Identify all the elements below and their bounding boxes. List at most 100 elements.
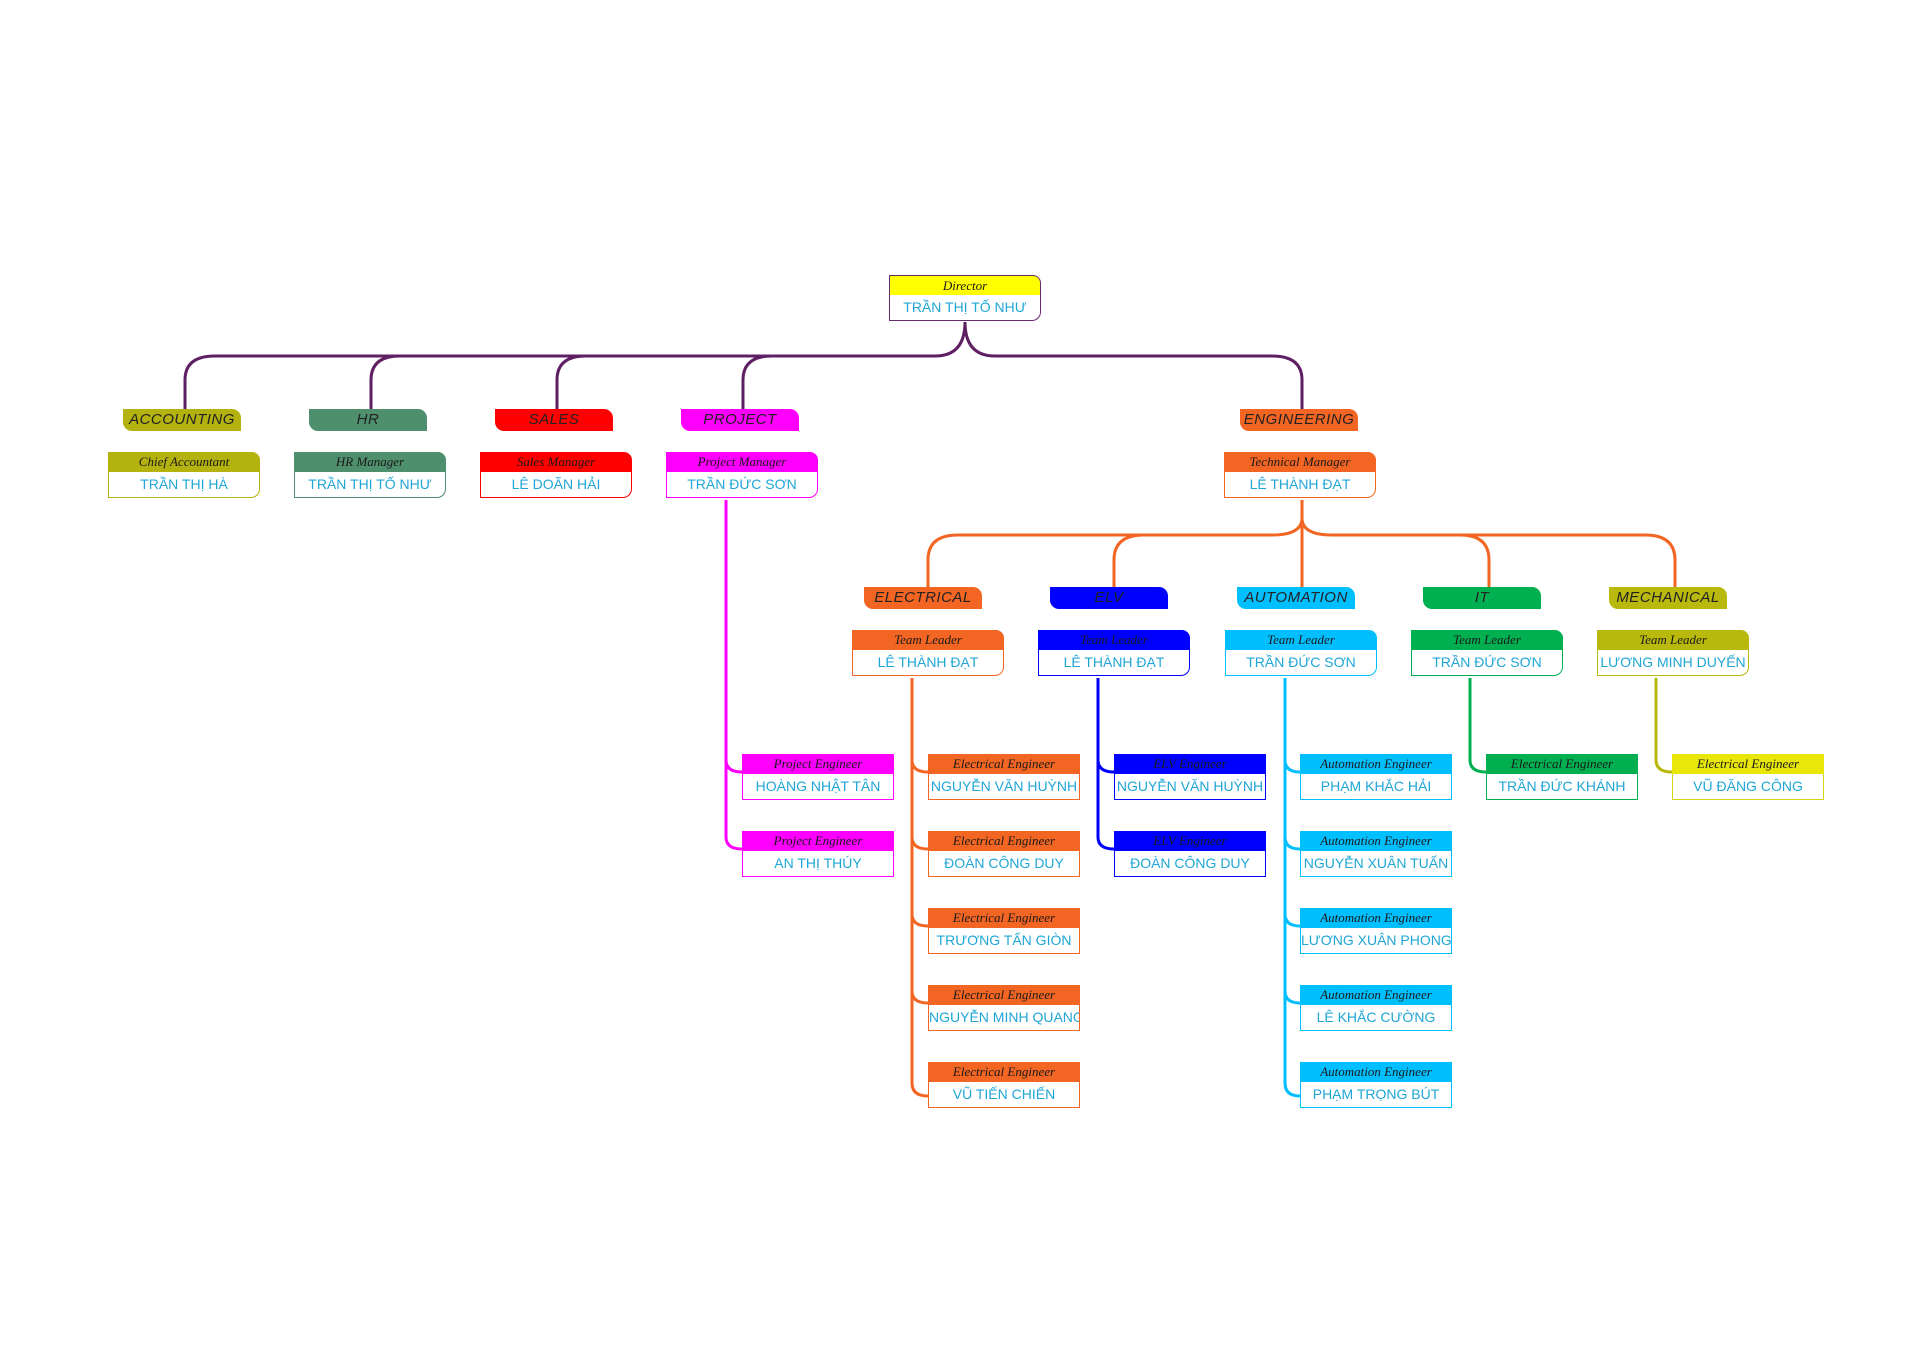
electrical-engineer-card[interactable]: Electrical Engineer NGUYỄN MINH QUANG	[928, 985, 1080, 1031]
link-automation-1	[1283, 759, 1301, 774]
dept-hr-label: HR	[309, 409, 427, 431]
electrical-leader-name: LÊ THÀNH ĐẠT	[852, 650, 1004, 676]
link-it	[1459, 533, 1491, 590]
technical-manager-name: LÊ THÀNH ĐẠT	[1224, 472, 1376, 498]
electrical-engineer-card[interactable]: Electrical Engineer NGUYỄN VĂN HUỲNH	[928, 754, 1080, 800]
elv-engineer-card[interactable]: ELV Engineer ĐOÀN CÔNG DUY	[1114, 831, 1266, 877]
member-role: ELV Engineer	[1114, 831, 1266, 851]
automation-engineer-card[interactable]: Automation Engineer PHẠM TRỌNG BÚT	[1300, 1062, 1452, 1108]
hr-manager-name: TRẦN THỊ TỐ NHƯ	[294, 472, 446, 498]
accounting-manager-card[interactable]: Chief Accountant TRẦN THỊ HÀ	[108, 452, 260, 498]
member-name: HOÀNG NHẬT TÂN	[742, 774, 894, 800]
automation-engineer-card[interactable]: Automation Engineer LÊ KHẮC CƯỜNG	[1300, 985, 1452, 1031]
dept-project-label: PROJECT	[681, 409, 799, 431]
mechanical-engineer-card[interactable]: Electrical Engineer VŨ ĐĂNG CÔNG	[1672, 754, 1824, 800]
member-role: ELV Engineer	[1114, 754, 1266, 774]
member-name: LÊ KHẮC CƯỜNG	[1300, 1005, 1452, 1031]
engineering-connectors	[926, 500, 1677, 590]
electrical-engineer-card[interactable]: Electrical Engineer ĐOÀN CÔNG DUY	[928, 831, 1080, 877]
automation-engineer-card[interactable]: Automation Engineer NGUYỄN XUÂN TUẤN	[1300, 831, 1452, 877]
automation-leader-role: Team Leader	[1225, 630, 1377, 650]
project-engineer-card[interactable]: Project Engineer AN THỊ THÚY	[742, 831, 894, 877]
technical-manager-role: Technical Manager	[1224, 452, 1376, 472]
member-role: Project Engineer	[742, 754, 894, 774]
automation-connectors	[1283, 678, 1301, 1098]
member-name: NGUYỄN XUÂN TUẤN	[1300, 851, 1452, 877]
project-manager-role: Project Manager	[666, 452, 818, 472]
link-engineering	[963, 321, 1304, 412]
link-mechanical-1	[1654, 678, 1673, 774]
project-manager-card[interactable]: Project Manager TRẦN ĐỨC SƠN	[666, 452, 818, 498]
electrical-engineer-card[interactable]: Electrical Engineer VŨ TIẾN CHIẾN	[928, 1062, 1080, 1108]
member-role: Electrical Engineer	[928, 985, 1080, 1005]
member-role: Electrical Engineer	[928, 754, 1080, 774]
technical-manager-card[interactable]: Technical Manager LÊ THÀNH ĐẠT	[1224, 452, 1376, 498]
link-elv-2	[1096, 678, 1115, 851]
member-name: TRƯƠNG TẤN GIÒN	[928, 928, 1080, 954]
member-role: Project Engineer	[742, 831, 894, 851]
director-name: TRẦN THỊ TỐ NHƯ	[889, 295, 1041, 321]
director-card[interactable]: Director TRẦN THỊ TỐ NHƯ	[889, 275, 1041, 321]
team-automation-label: AUTOMATION	[1237, 587, 1355, 609]
link-hr	[369, 354, 401, 412]
it-leader-name: TRẦN ĐỨC SƠN	[1411, 650, 1563, 676]
member-name: VŨ TIẾN CHIẾN	[928, 1082, 1080, 1108]
elv-leader-card[interactable]: Team Leader LÊ THÀNH ĐẠT	[1038, 630, 1190, 676]
accounting-manager-name: TRẦN THỊ HÀ	[108, 472, 260, 498]
member-name: TRẦN ĐỨC KHÁNH	[1486, 774, 1638, 800]
link-electrical-2	[910, 836, 929, 851]
electrical-connectors	[910, 678, 929, 1098]
link-elv-1	[1096, 759, 1115, 774]
member-name: NGUYỄN VĂN HUỲNH	[1114, 774, 1266, 800]
electrical-engineer-card[interactable]: Electrical Engineer TRƯƠNG TẤN GIÒN	[928, 908, 1080, 954]
project-engineer-card[interactable]: Project Engineer HOÀNG NHẬT TÂN	[742, 754, 894, 800]
it-connectors	[1468, 678, 1487, 774]
it-engineer-card[interactable]: Electrical Engineer TRẦN ĐỨC KHÁNH	[1486, 754, 1638, 800]
member-name: LƯƠNG XUÂN PHONG	[1300, 928, 1452, 954]
member-role: Automation Engineer	[1300, 754, 1452, 774]
link-sales	[555, 354, 587, 412]
automation-leader-name: TRẦN ĐỨC SƠN	[1225, 650, 1377, 676]
link-electrical-5	[910, 678, 929, 1098]
team-elv-label: ELV	[1050, 587, 1168, 609]
mechanical-connectors	[1654, 678, 1673, 774]
it-leader-card[interactable]: Team Leader TRẦN ĐỨC SƠN	[1411, 630, 1563, 676]
it-leader-role: Team Leader	[1411, 630, 1563, 650]
mechanical-leader-name: LƯƠNG MINH DUYẾN	[1597, 650, 1749, 676]
link-mechanical	[1300, 517, 1677, 590]
team-electrical-label: ELECTRICAL	[864, 587, 982, 609]
automation-engineer-card[interactable]: Automation Engineer LƯƠNG XUÂN PHONG	[1300, 908, 1452, 954]
member-role: Electrical Engineer	[1486, 754, 1638, 774]
member-name: NGUYỄN VĂN HUỲNH	[928, 774, 1080, 800]
hr-manager-card[interactable]: HR Manager TRẦN THỊ TỐ NHƯ	[294, 452, 446, 498]
link-project	[741, 354, 773, 412]
link-electrical-1	[910, 759, 929, 774]
member-role: Electrical Engineer	[928, 831, 1080, 851]
link-project-1	[724, 759, 743, 774]
electrical-leader-card[interactable]: Team Leader LÊ THÀNH ĐẠT	[852, 630, 1004, 676]
link-automation-4	[1283, 990, 1301, 1005]
member-role: Electrical Engineer	[1672, 754, 1824, 774]
link-automation-3	[1283, 913, 1301, 928]
director-role: Director	[889, 275, 1041, 295]
sales-manager-card[interactable]: Sales Manager LÊ DOÃN HẢI	[480, 452, 632, 498]
member-name: ĐOÀN CÔNG DUY	[1114, 851, 1266, 877]
sales-manager-role: Sales Manager	[480, 452, 632, 472]
automation-leader-card[interactable]: Team Leader TRẦN ĐỨC SƠN	[1225, 630, 1377, 676]
member-role: Electrical Engineer	[928, 1062, 1080, 1082]
link-elv	[1112, 533, 1145, 590]
member-name: PHẠM KHẮC HẢI	[1300, 774, 1452, 800]
link-accounting	[183, 321, 967, 412]
member-role: Automation Engineer	[1300, 831, 1452, 851]
elv-leader-name: LÊ THÀNH ĐẠT	[1038, 650, 1190, 676]
elv-leader-role: Team Leader	[1038, 630, 1190, 650]
project-connectors	[724, 500, 743, 851]
dept-sales-label: SALES	[495, 409, 613, 431]
sales-manager-name: LÊ DOÃN HẢI	[480, 472, 632, 498]
elv-connectors	[1096, 678, 1115, 851]
elv-engineer-card[interactable]: ELV Engineer NGUYỄN VĂN HUỲNH	[1114, 754, 1266, 800]
automation-engineer-card[interactable]: Automation Engineer PHẠM KHẮC HẢI	[1300, 754, 1452, 800]
mechanical-leader-card[interactable]: Team Leader LƯƠNG MINH DUYẾN	[1597, 630, 1749, 676]
